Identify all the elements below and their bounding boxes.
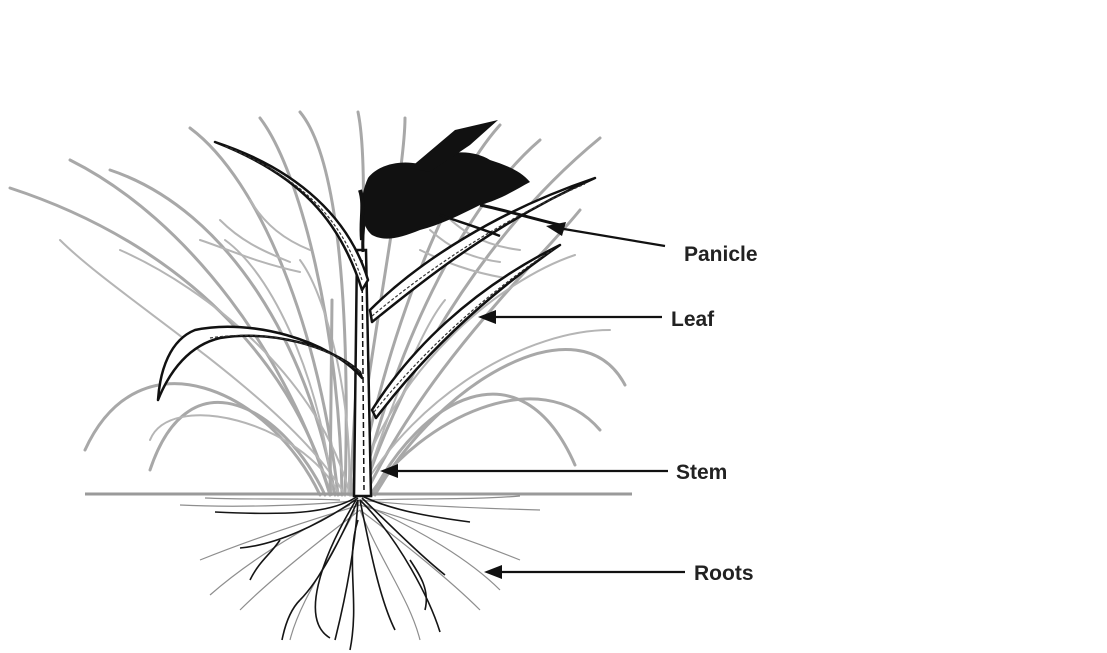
label-panicle: Panicle	[684, 243, 758, 266]
panicle-shape	[360, 120, 560, 240]
background-plants	[10, 112, 625, 495]
roots	[180, 496, 540, 650]
panicle-callout-line	[558, 228, 665, 246]
label-leaf: Leaf	[671, 308, 715, 331]
label-stem: Stem	[676, 461, 727, 484]
label-roots: Roots	[694, 562, 754, 585]
